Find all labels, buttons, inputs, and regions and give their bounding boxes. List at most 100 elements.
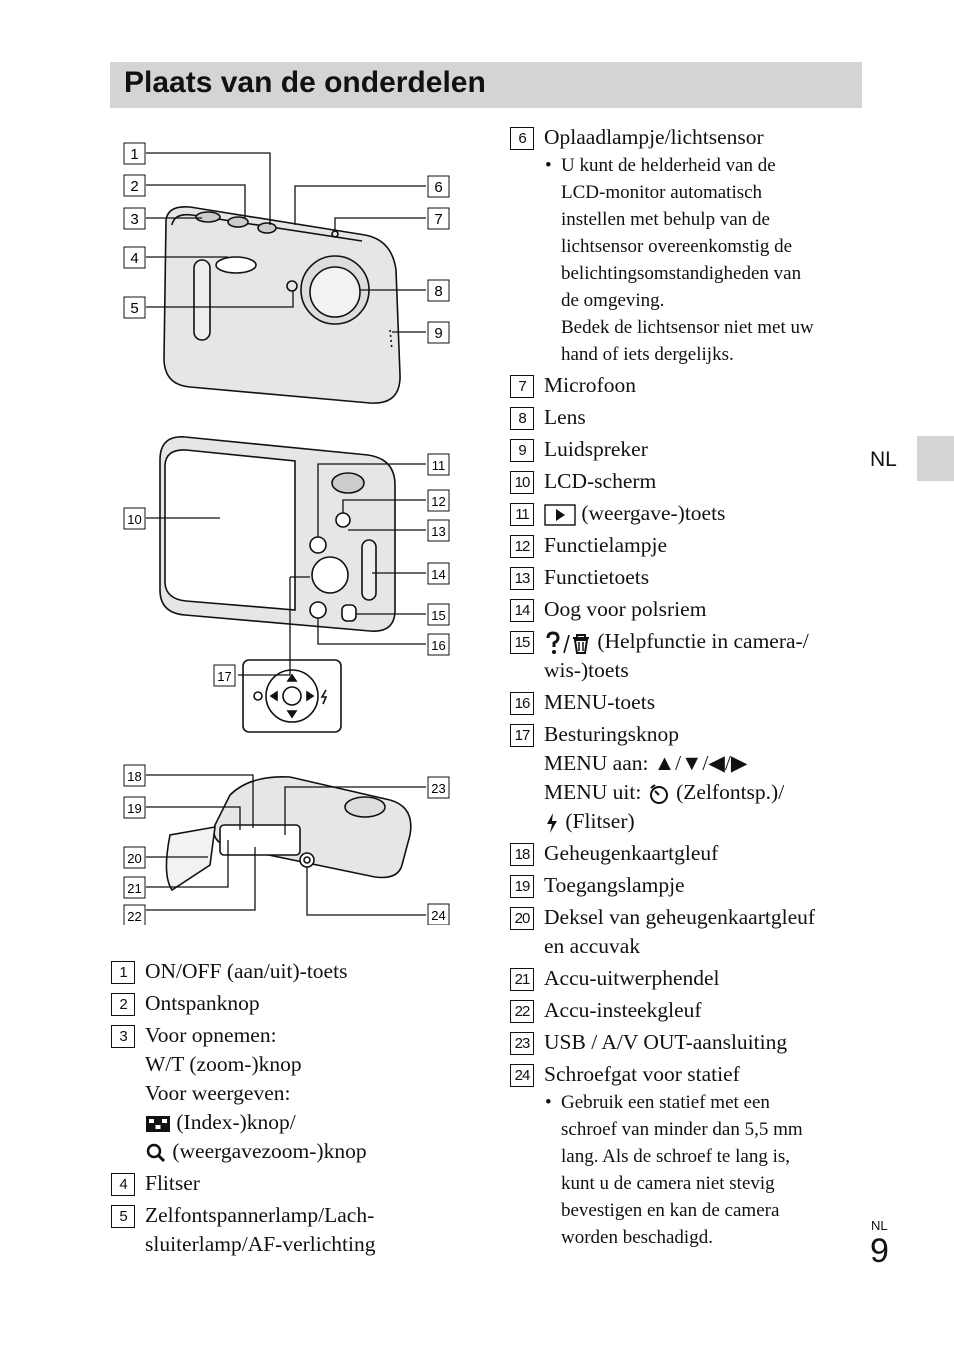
item-number: 19	[510, 875, 534, 898]
list-item-21: 21 Accu-uitwerphendel	[510, 964, 865, 993]
item-text: Microfoon	[544, 373, 636, 397]
svg-text:1: 1	[130, 146, 138, 163]
item-bullet: Gebruik een statief met een schroef van …	[544, 1089, 865, 1251]
item-number: 22	[510, 1000, 534, 1023]
footer-language: NL	[871, 1218, 888, 1233]
diagram-label-7: 7	[427, 207, 450, 230]
item-text: sluiterlamp/AF-verlichting	[145, 1232, 376, 1256]
svg-text:16: 16	[431, 638, 445, 653]
diagram-label-22: 22	[123, 904, 146, 925]
item-text: Functietoets	[544, 565, 650, 589]
item-text: Voor opnemen:	[145, 1023, 277, 1047]
svg-text:23: 23	[431, 781, 445, 796]
item-text: Deksel van geheugenkaartgleuf	[544, 905, 816, 929]
svg-text:21: 21	[127, 881, 141, 896]
diagram-label-24: 24	[427, 903, 450, 925]
item-text: Accu-insteekgleuf	[544, 998, 702, 1022]
list-item-14: 14 Oog voor polsriem	[510, 595, 865, 624]
diagram-label-10: 10	[123, 507, 146, 530]
svg-text:15: 15	[431, 608, 445, 623]
svg-text:9: 9	[434, 325, 442, 342]
item-text: wis-)toets	[544, 658, 629, 682]
item-number: 11	[510, 503, 534, 526]
list-item-12: 12 Functielampje	[510, 531, 865, 560]
index-grid-icon	[146, 1116, 170, 1133]
item-number: 10	[510, 471, 534, 494]
item-number: 13	[510, 567, 534, 590]
item-text: Luidspreker	[544, 437, 648, 461]
item-text: Zelfontspannerlamp/Lach-	[145, 1203, 375, 1227]
svg-text:4: 4	[130, 250, 138, 267]
diagram-label-2: 2	[123, 174, 146, 197]
diagram-label-14: 14	[427, 562, 450, 585]
item-text: (weergave-)toets	[581, 501, 726, 525]
diagram-label-20: 20	[123, 846, 146, 869]
svg-text:7: 7	[434, 211, 442, 228]
diagram-label-19: 19	[123, 796, 146, 819]
help-trash-icon	[546, 631, 589, 655]
diagram-label-1: 1	[123, 142, 146, 165]
item-number: 9	[510, 439, 534, 462]
list-item-2: 2 Ontspanknop	[111, 989, 471, 1018]
item-text: W/T (zoom-)knop	[145, 1052, 302, 1076]
camera-front-view	[163, 205, 401, 404]
item-number: 12	[510, 535, 534, 558]
list-item-7: 7 Microfoon	[510, 371, 865, 400]
item-number: 20	[510, 907, 534, 930]
diagram-label-4: 4	[123, 246, 146, 269]
item-text: ON/OFF (aan/uit)-toets	[145, 959, 348, 983]
svg-text:22: 22	[127, 909, 141, 924]
control-pad-inset	[242, 659, 342, 733]
diagram-label-16: 16	[427, 633, 450, 656]
item-number: 14	[510, 599, 534, 622]
list-item-16: 16 MENU-toets	[510, 688, 865, 717]
camera-parts-diagram: 1 2 3 4 5 6 7 8 9 10 11 12 13 14 15 16 1…	[123, 142, 450, 925]
svg-text:13: 13	[431, 524, 445, 539]
diagram-label-3: 3	[123, 207, 146, 230]
item-text: Voor weergeven:	[145, 1081, 291, 1105]
item-number: 17	[510, 724, 534, 747]
diagram-label-11: 11	[427, 453, 450, 476]
item-text: Oog voor polsriem	[544, 597, 707, 621]
list-item-9: 9 Luidspreker	[510, 435, 865, 464]
svg-text:19: 19	[127, 801, 141, 816]
item-number: 5	[111, 1205, 135, 1228]
list-item-5: 5 Zelfontspannerlamp/Lach- sluiterlamp/A…	[111, 1201, 471, 1259]
svg-text:17: 17	[217, 669, 231, 684]
svg-text:3: 3	[130, 211, 138, 228]
item-number: 7	[510, 375, 534, 398]
item-number: 2	[111, 993, 135, 1016]
camera-bottom-view	[165, 776, 412, 892]
title-bar: Plaats van de onderdelen	[110, 62, 862, 108]
item-number: 6	[510, 127, 534, 150]
svg-text:14: 14	[431, 567, 445, 582]
list-item-19: 19 Toegangslampje	[510, 871, 865, 900]
item-text: Flitser	[145, 1171, 200, 1195]
page-number: 9	[870, 1232, 889, 1270]
svg-text:24: 24	[431, 908, 445, 923]
item-text: MENU-toets	[544, 690, 656, 714]
item-number: 21	[510, 968, 534, 991]
list-item-22: 22 Accu-insteekgleuf	[510, 996, 865, 1025]
svg-text:12: 12	[431, 494, 445, 509]
item-text: Accu-uitwerphendel	[544, 966, 720, 990]
list-item-15: 15 (Helpfunctie in camera-/ wis-)toets	[510, 627, 865, 685]
diagram-label-5: 5	[123, 296, 146, 319]
item-text: USB / A/V OUT-aansluiting	[544, 1030, 788, 1054]
item-text: Schroefgat voor statief	[544, 1062, 740, 1086]
item-text: MENU aan: ▲/▼/◀/▶	[544, 751, 748, 775]
diagram-label-6: 6	[427, 175, 450, 198]
list-item-23: 23 USB / A/V OUT-aansluiting	[510, 1028, 865, 1057]
item-number: 15	[510, 631, 534, 654]
list-item-4: 4 Flitser	[111, 1169, 471, 1198]
svg-text:6: 6	[434, 179, 442, 196]
list-item-1: 1 ON/OFF (aan/uit)-toets	[111, 957, 471, 986]
right-parts-list: 6 Oplaadlampje/lichtsensor U kunt de hel…	[510, 123, 865, 1251]
diagram-label-8: 8	[427, 279, 450, 302]
diagram-label-13: 13	[427, 519, 450, 542]
svg-text:8: 8	[434, 283, 442, 300]
list-item-3: 3 Voor opnemen: W/T (zoom-)knop Voor wee…	[111, 1021, 471, 1166]
self-timer-icon	[649, 784, 668, 805]
list-item-10: 10 LCD-scherm	[510, 467, 865, 496]
language-tab-label: NL	[870, 448, 897, 471]
